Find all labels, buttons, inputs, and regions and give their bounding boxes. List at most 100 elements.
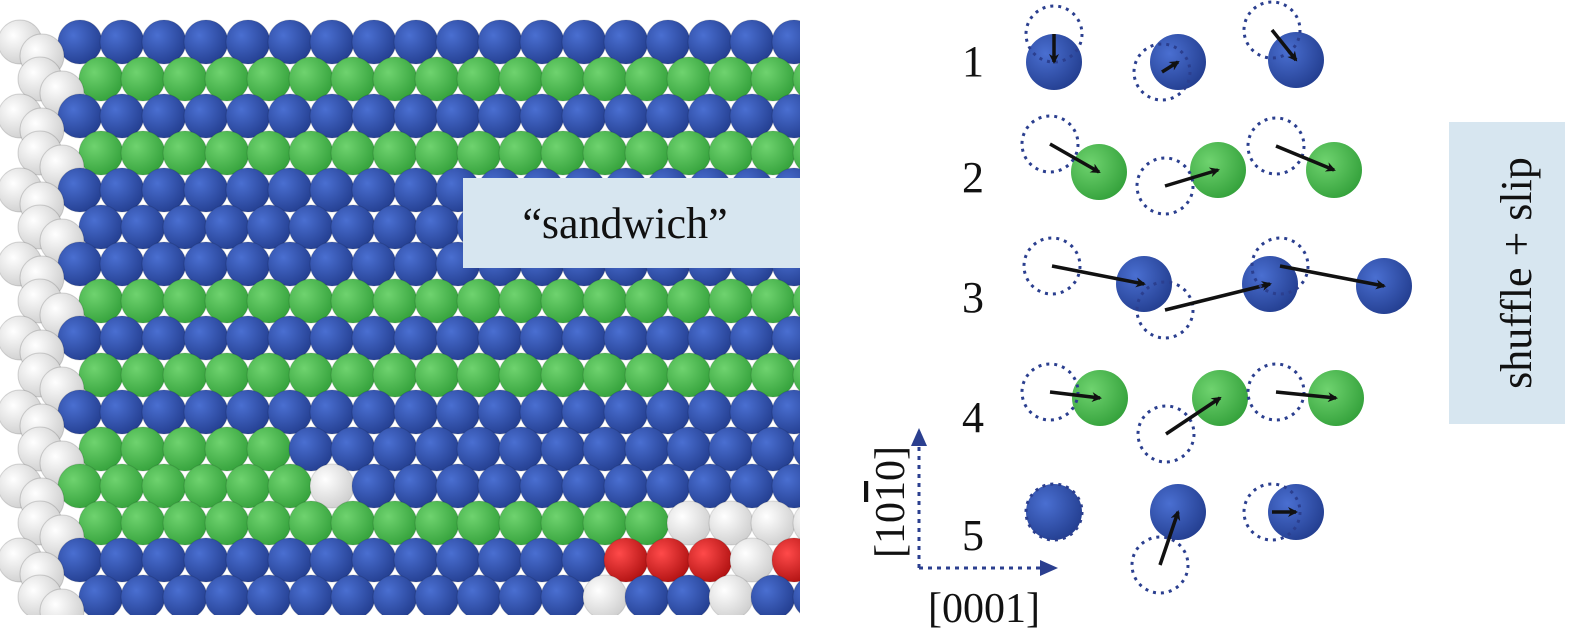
- axis-horizontal-label: [0001]: [928, 586, 1040, 632]
- md-atom: [792, 358, 800, 392]
- sandwich-label-box: [463, 178, 800, 268]
- atom-initial-position: [1135, 280, 1195, 340]
- atom-initial-position: [1020, 114, 1080, 174]
- md-atom: [792, 284, 800, 318]
- md-atom: [792, 580, 800, 614]
- md-atom: [78, 574, 124, 615]
- displacement-arrow: [1275, 144, 1336, 172]
- axis-vertical-arrowhead: [911, 428, 927, 446]
- sandwich-label: “sandwich”: [463, 178, 800, 268]
- displacement-arrow: [1158, 510, 1181, 566]
- row-label-1: 1: [962, 37, 984, 86]
- md-atom: [624, 574, 670, 615]
- md-atom: [540, 574, 586, 615]
- atom-initial-position: [1024, 4, 1084, 64]
- md-atom: [771, 315, 800, 361]
- atom-initial-position: [1022, 236, 1082, 296]
- md-atom: [771, 93, 800, 139]
- displacement-arrow: [1275, 390, 1338, 403]
- md-atom: [856, 316, 900, 360]
- md-atom: [835, 131, 879, 175]
- displacement-arrow: [1164, 281, 1272, 312]
- atom-initial-position: [1242, 482, 1302, 542]
- md-atom: [246, 574, 292, 615]
- md-atom: [856, 242, 900, 286]
- md-atom: [792, 62, 800, 96]
- md-atom: [582, 574, 628, 615]
- md-atom: [835, 353, 879, 397]
- row-label-5: 5: [962, 511, 984, 560]
- md-atom: [771, 537, 800, 583]
- md-atom: [814, 168, 858, 212]
- atom-initial-position: [1250, 236, 1310, 296]
- md-atom: [877, 57, 921, 101]
- displacement-arrow: [1161, 60, 1180, 74]
- md-atom: [666, 574, 712, 615]
- axis-horizontal-arrowhead: [1040, 560, 1058, 576]
- md-atom: [814, 94, 858, 138]
- md-atom: [835, 205, 879, 249]
- md-atom: [792, 432, 800, 466]
- md-atom: [771, 389, 800, 435]
- displacement-arrow: [1051, 264, 1146, 288]
- md-atom: [856, 20, 900, 64]
- md-atom: [330, 574, 376, 615]
- md-atom: [877, 205, 921, 249]
- axes-indicator: [1010] [0001]: [868, 428, 1058, 632]
- md-atom: [877, 575, 921, 619]
- md-atom: [792, 136, 800, 170]
- displacement-arrow: [1279, 264, 1386, 290]
- md-atom: [372, 574, 418, 615]
- displacement-arrow: [1270, 28, 1298, 62]
- atom-initial-position: [1246, 362, 1306, 422]
- atom-initial-position: [1136, 404, 1196, 464]
- row-label-4: 4: [962, 393, 984, 442]
- md-atom: [856, 390, 900, 434]
- md-snapshot: [0, 18, 921, 619]
- md-atom: [771, 19, 800, 65]
- atom-initial-position: [1130, 535, 1190, 595]
- displacement-arrow: [1164, 167, 1220, 188]
- md-atom: [877, 131, 921, 175]
- md-atom: [835, 57, 879, 101]
- atom-initial-position: [1020, 362, 1080, 422]
- displacement-arrow: [1049, 390, 1102, 403]
- md-atom: [708, 574, 754, 615]
- atom-initial-position: [1024, 482, 1084, 542]
- md-atom: [814, 464, 858, 508]
- md-atom: [814, 390, 858, 434]
- schematic-atoms: [1020, 0, 1412, 595]
- md-boundary-atom: [39, 588, 85, 615]
- shuffle-slip-label: shuffle + slip: [1449, 122, 1565, 424]
- atom-initial-position: [1132, 42, 1192, 102]
- md-atom: [835, 279, 879, 323]
- md-atom: [877, 353, 921, 397]
- md-atom: [456, 574, 502, 615]
- md-atom: [771, 463, 800, 509]
- sandwich-label-text: “sandwich”: [522, 199, 727, 248]
- axis-vertical-bar-digit: 1: [868, 481, 914, 502]
- row-label-2: 2: [962, 153, 984, 202]
- md-atom: [814, 242, 858, 286]
- md-atom-layer: [0, 19, 921, 619]
- md-atom: [856, 94, 900, 138]
- md-atom: [288, 574, 334, 615]
- md-atom: [414, 574, 460, 615]
- md-atom: [814, 316, 858, 360]
- displacement-arrow: [1049, 142, 1101, 174]
- md-atom: [162, 574, 208, 615]
- md-atom: [750, 574, 796, 615]
- atom-initial-position: [1242, 0, 1302, 60]
- md-atom: [814, 538, 858, 582]
- shuffle-slip-label-text: shuffle + slip: [1492, 157, 1541, 389]
- md-atom: [856, 168, 900, 212]
- md-atom: [120, 574, 166, 615]
- atom-final-position: [1026, 484, 1082, 540]
- axis-vertical-label: [1010]: [868, 446, 914, 558]
- md-atom: [204, 574, 250, 615]
- displacement-arrow: [1165, 396, 1222, 436]
- md-atom: [835, 575, 879, 619]
